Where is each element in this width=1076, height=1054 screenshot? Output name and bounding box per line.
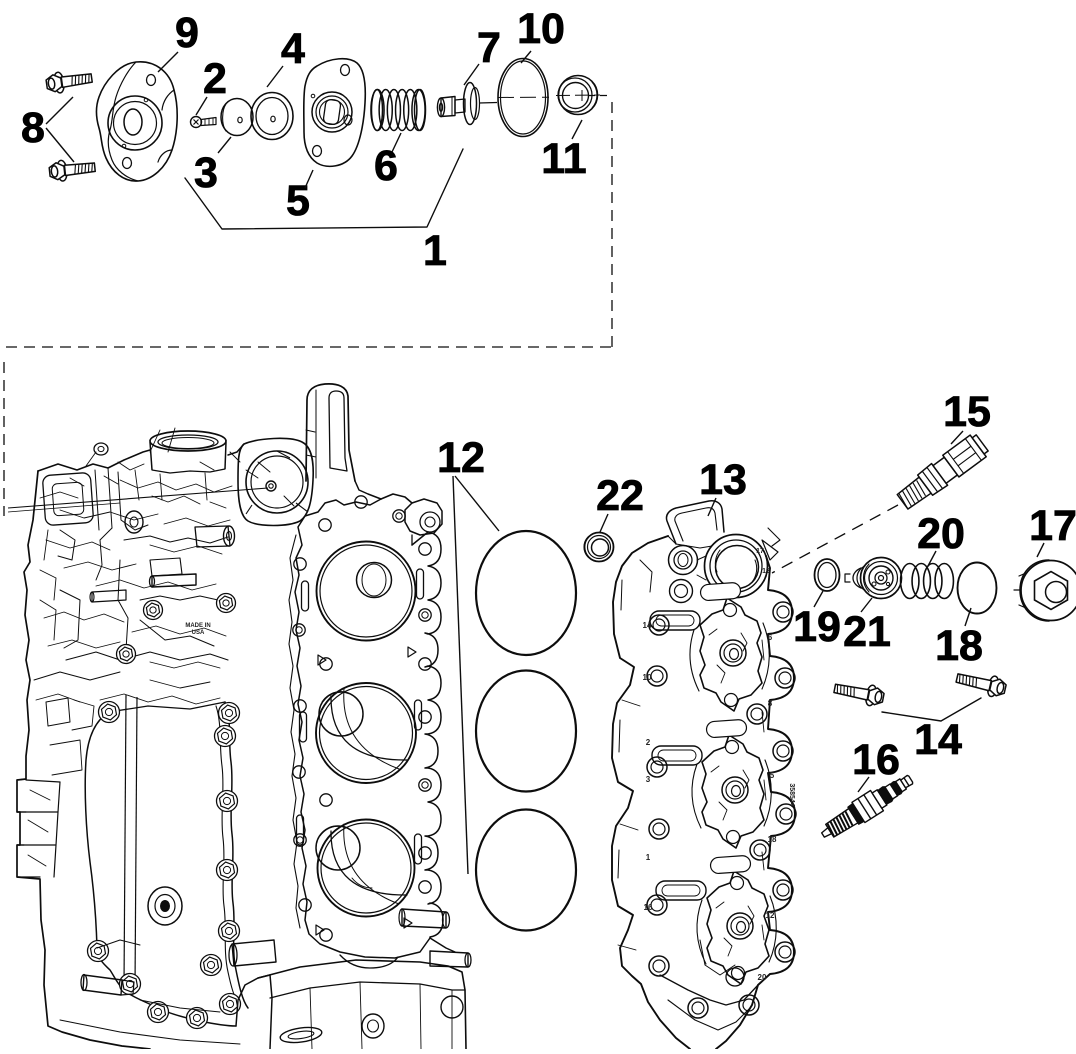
svg-text:6: 6 [374, 142, 398, 190]
svg-text:14: 14 [914, 716, 962, 764]
svg-text:3: 3 [646, 775, 651, 784]
svg-text:12: 12 [766, 911, 775, 920]
svg-text:22: 22 [596, 472, 644, 520]
svg-text:21: 21 [843, 608, 891, 656]
svg-text:USA: USA [192, 630, 205, 636]
svg-text:4: 4 [281, 25, 305, 73]
svg-text:18: 18 [935, 622, 983, 670]
svg-text:5: 5 [770, 771, 775, 780]
svg-text:1: 1 [646, 853, 651, 862]
svg-text:8: 8 [21, 104, 45, 152]
svg-text:2: 2 [203, 55, 227, 103]
svg-text:12: 12 [437, 434, 485, 482]
svg-text:2: 2 [646, 738, 651, 747]
svg-text:10: 10 [517, 5, 565, 53]
svg-text:15: 15 [943, 388, 991, 436]
svg-text:13: 13 [699, 456, 747, 504]
svg-text:8: 8 [768, 699, 773, 708]
svg-text:16: 16 [644, 903, 653, 912]
svg-text:18: 18 [768, 835, 777, 844]
svg-text:7: 7 [477, 24, 501, 72]
svg-text:MADE IN: MADE IN [185, 623, 210, 629]
svg-text:16: 16 [852, 736, 900, 784]
svg-text:6: 6 [768, 633, 773, 642]
svg-text:20: 20 [758, 973, 767, 982]
svg-text:17: 17 [756, 548, 764, 555]
svg-text:17: 17 [1029, 502, 1076, 550]
svg-text:11: 11 [541, 135, 586, 183]
svg-text:1: 1 [423, 227, 447, 275]
svg-text:19: 19 [793, 603, 841, 651]
svg-text:9: 9 [175, 9, 199, 57]
svg-text:358544: 358544 [788, 783, 795, 806]
svg-text:20: 20 [917, 510, 965, 558]
svg-text:3: 3 [194, 149, 218, 197]
svg-text:14: 14 [643, 621, 652, 630]
svg-text:10: 10 [643, 673, 652, 682]
svg-text:13: 13 [762, 568, 770, 575]
